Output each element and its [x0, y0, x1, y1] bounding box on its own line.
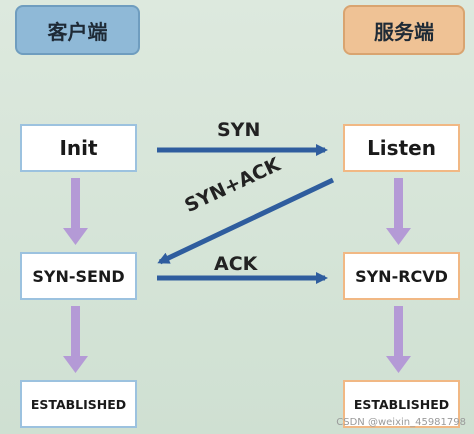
client-arrow-1 [63, 178, 88, 245]
server-arrow-2 [386, 306, 411, 373]
server-state-syn-rcvd: SYN-RCVD [343, 252, 460, 300]
syn-label: SYN [217, 119, 261, 141]
client-state-syn-send: SYN-SEND [20, 252, 137, 300]
client-state-init: Init [20, 124, 137, 172]
server-state-syn-rcvd-label: SYN-RCVD [355, 266, 448, 286]
client-header: 客户端 [15, 5, 140, 55]
client-state-established-label: ESTABLISHED [30, 396, 127, 412]
ack-label: ACK [214, 253, 258, 275]
server-state-established: ESTABLISHED [343, 380, 460, 428]
client-state-syn-send-label: SYN-SEND [32, 266, 125, 286]
server-state-listen-label: Listen [367, 136, 436, 160]
server-arrow-1 [386, 178, 411, 245]
syn-ack-arrow [157, 177, 335, 265]
watermark: CSDN @weixin_45981798 [336, 417, 466, 428]
client-state-established: ESTABLISHED [20, 380, 137, 428]
server-state-established-label: ESTABLISHED [353, 396, 450, 412]
server-state-listen: Listen [343, 124, 460, 172]
client-arrow-2 [63, 306, 88, 373]
server-header: 服务端 [343, 5, 465, 55]
client-state-init-label: Init [59, 136, 98, 160]
